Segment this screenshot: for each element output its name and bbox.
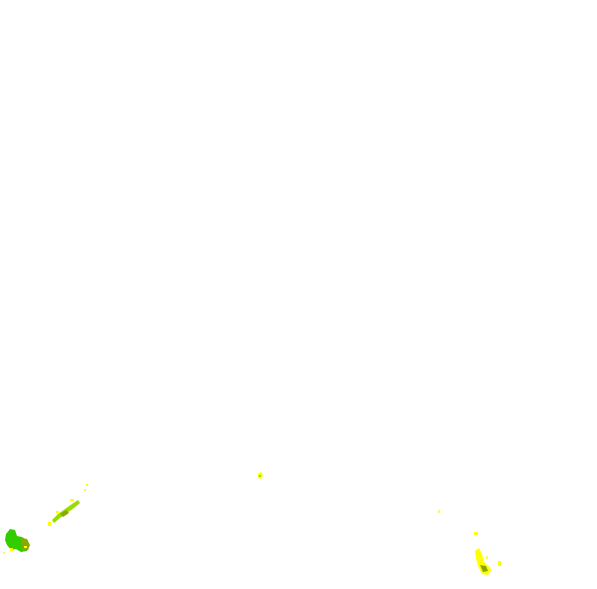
- patch-yellow-dot: [3, 552, 5, 554]
- patch-yellow-dot: [70, 499, 74, 501]
- patch-yellow-dot: [24, 546, 27, 548]
- patch-olive-edge: [21, 538, 30, 551]
- patch-yellow-dot: [438, 510, 440, 513]
- patch-olive-dot: [259, 475, 261, 477]
- patch-yellow-dot: [86, 484, 88, 486]
- patch-yellow-dot: [486, 556, 488, 559]
- region-west-strip: [48, 484, 88, 526]
- patch-yellow-dot: [84, 489, 86, 491]
- region-west-cluster: [3, 529, 30, 554]
- patch-yellow-dot: [474, 532, 478, 535]
- patch-yellow-dot: [48, 522, 51, 526]
- region-east-cluster: [438, 510, 501, 575]
- patch-yellow-dot: [10, 548, 13, 551]
- patch-yellow-main: [475, 548, 492, 575]
- patch-yellow-dot: [498, 561, 501, 566]
- patch-olive-strip: [60, 510, 69, 517]
- patch-yellow-dot: [56, 511, 59, 513]
- region-center-speck: [258, 472, 263, 479]
- patch-olive-core: [480, 565, 488, 572]
